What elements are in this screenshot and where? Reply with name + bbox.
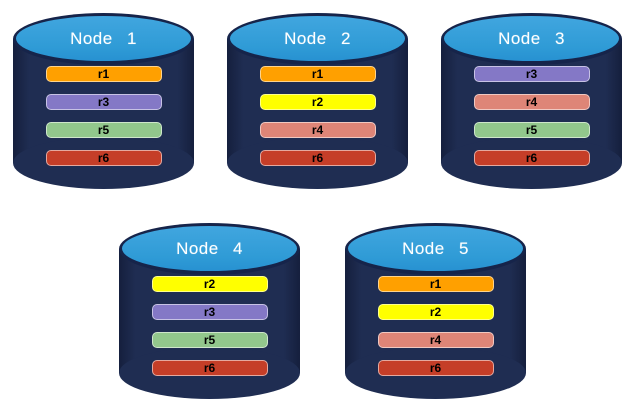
replica-bar: r6 — [259, 150, 376, 166]
cylinder-top-ellipse: Node 4 — [122, 226, 297, 271]
replica-bar: r5 — [473, 122, 590, 138]
node-label: Node 4 — [176, 238, 243, 258]
cylinder-top-rim: Node 2 — [227, 13, 408, 65]
cylinder-top-ellipse: Node 2 — [230, 16, 405, 61]
replica-label: r3 — [525, 67, 538, 81]
replica-label: r3 — [97, 95, 110, 109]
replica-label: r6 — [525, 151, 538, 165]
replica-label: r4 — [525, 95, 538, 109]
replica-list: r2 r3 r5 r6 — [119, 276, 300, 376]
replica-bar: r3 — [45, 94, 162, 110]
replica-bar: r1 — [45, 66, 162, 82]
node-label: Node 3 — [498, 28, 565, 48]
database-node: Node 5 r1 r2 r4 r6 — [345, 223, 526, 399]
cylinder-top-rim: Node 5 — [345, 223, 526, 275]
replica-bar: r3 — [151, 304, 268, 320]
replica-bar: r6 — [45, 150, 162, 166]
replica-bar: r2 — [259, 94, 376, 110]
replica-label: r6 — [311, 151, 324, 165]
cylinder-top-ellipse: Node 5 — [348, 226, 523, 271]
replica-list: r1 r3 r5 r6 — [13, 66, 194, 166]
replica-bar: r1 — [259, 66, 376, 82]
replica-list: r3 r4 r5 r6 — [441, 66, 622, 166]
replica-label: r3 — [203, 305, 216, 319]
cylinder-top-ellipse: Node 1 — [16, 16, 191, 61]
replica-label: r6 — [97, 151, 110, 165]
replica-list: r1 r2 r4 r6 — [227, 66, 408, 166]
replica-label: r4 — [429, 333, 442, 347]
node-label: Node 5 — [402, 238, 469, 258]
cylinder-top-rim: Node 4 — [119, 223, 300, 275]
replica-bar: r6 — [151, 360, 268, 376]
node-label: Node 1 — [70, 28, 137, 48]
replica-label: r1 — [311, 67, 324, 81]
replica-label: r2 — [429, 305, 442, 319]
replica-bar: r6 — [473, 150, 590, 166]
replica-list: r1 r2 r4 r6 — [345, 276, 526, 376]
database-node: Node 4 r2 r3 r5 r6 — [119, 223, 300, 399]
replica-label: r5 — [525, 123, 538, 137]
replica-label: r5 — [203, 333, 216, 347]
replica-label: r1 — [97, 67, 110, 81]
replica-label: r6 — [203, 361, 216, 375]
replica-bar: r4 — [259, 122, 376, 138]
replica-bar: r4 — [473, 94, 590, 110]
replica-bar: r2 — [377, 304, 494, 320]
replica-label: r5 — [97, 123, 110, 137]
replica-label: r4 — [311, 123, 324, 137]
replica-label: r6 — [429, 361, 442, 375]
replica-label: r2 — [203, 277, 216, 291]
replica-bar: r3 — [473, 66, 590, 82]
replica-label: r1 — [429, 277, 442, 291]
replica-bar: r5 — [151, 332, 268, 348]
node-label: Node 2 — [284, 28, 351, 48]
replica-bar: r2 — [151, 276, 268, 292]
cylinder-top-rim: Node 1 — [13, 13, 194, 65]
cylinder-top-ellipse: Node 3 — [444, 16, 619, 61]
replica-bar: r5 — [45, 122, 162, 138]
replica-bar: r4 — [377, 332, 494, 348]
replica-bar: r6 — [377, 360, 494, 376]
database-node: Node 1 r1 r3 r5 r6 — [13, 13, 194, 189]
replica-label: r2 — [311, 95, 324, 109]
database-node: Node 3 r3 r4 r5 r6 — [441, 13, 622, 189]
replica-bar: r1 — [377, 276, 494, 292]
cylinder-top-rim: Node 3 — [441, 13, 622, 65]
database-node: Node 2 r1 r2 r4 r6 — [227, 13, 408, 189]
